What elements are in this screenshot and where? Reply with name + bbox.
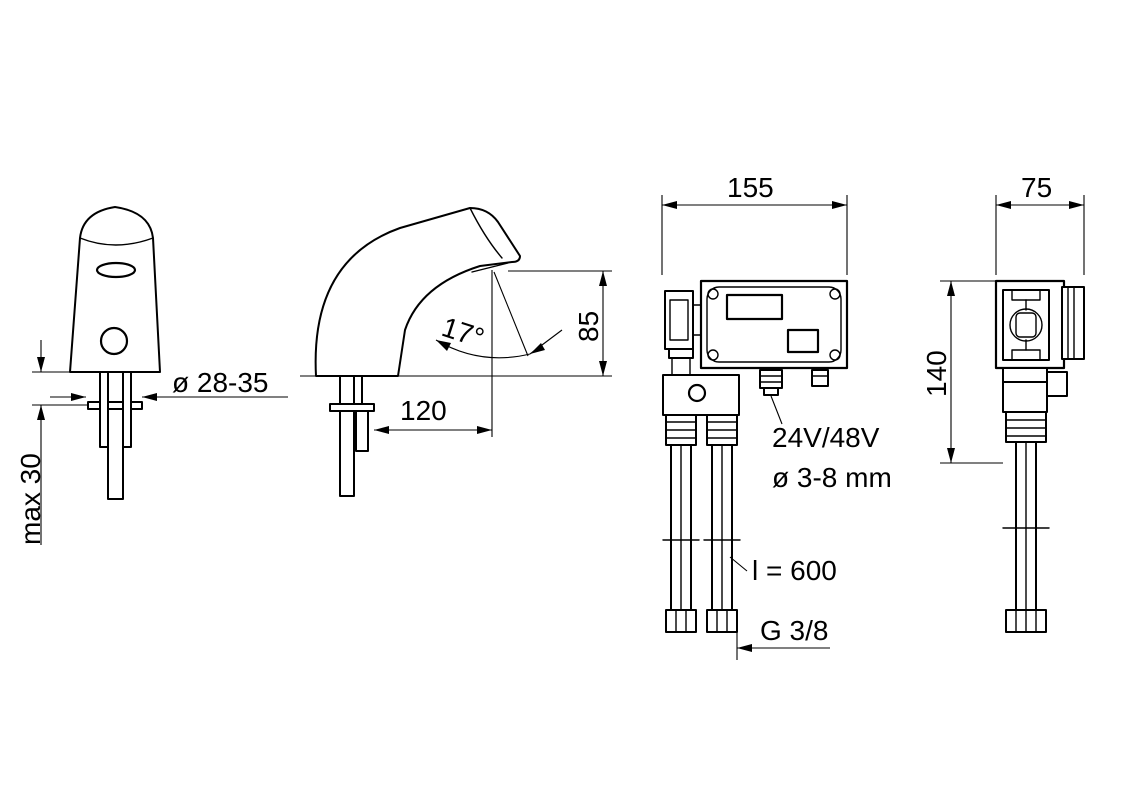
cable-diameter-label: ø 3-8 mm [772, 462, 892, 493]
voltage-label: 24V/48V [772, 422, 880, 453]
spout-height-label: 85 [573, 311, 604, 342]
control-box-side-view [994, 279, 1085, 633]
front-view-dimensions [32, 340, 288, 545]
supply-hoses [662, 414, 741, 633]
hole-diameter-label: ø 28-35 [172, 367, 269, 398]
box-depth-label: 75 [1021, 172, 1052, 203]
max-height-label: max 30 [15, 453, 46, 545]
hose-length-label: l = 600 [752, 555, 837, 586]
faucet-front-view [69, 206, 161, 500]
side-box-dimensions [940, 195, 1085, 464]
faucet-side-view [314, 207, 521, 497]
box-width-label: 155 [727, 172, 774, 203]
box-height-label: 140 [921, 350, 952, 397]
projection-label: 120 [400, 395, 447, 426]
control-box-front-view [662, 279, 849, 416]
control-box-dimensions [661, 195, 848, 660]
side-view-dimensions [300, 270, 612, 437]
thread-label: G 3/8 [760, 615, 828, 646]
